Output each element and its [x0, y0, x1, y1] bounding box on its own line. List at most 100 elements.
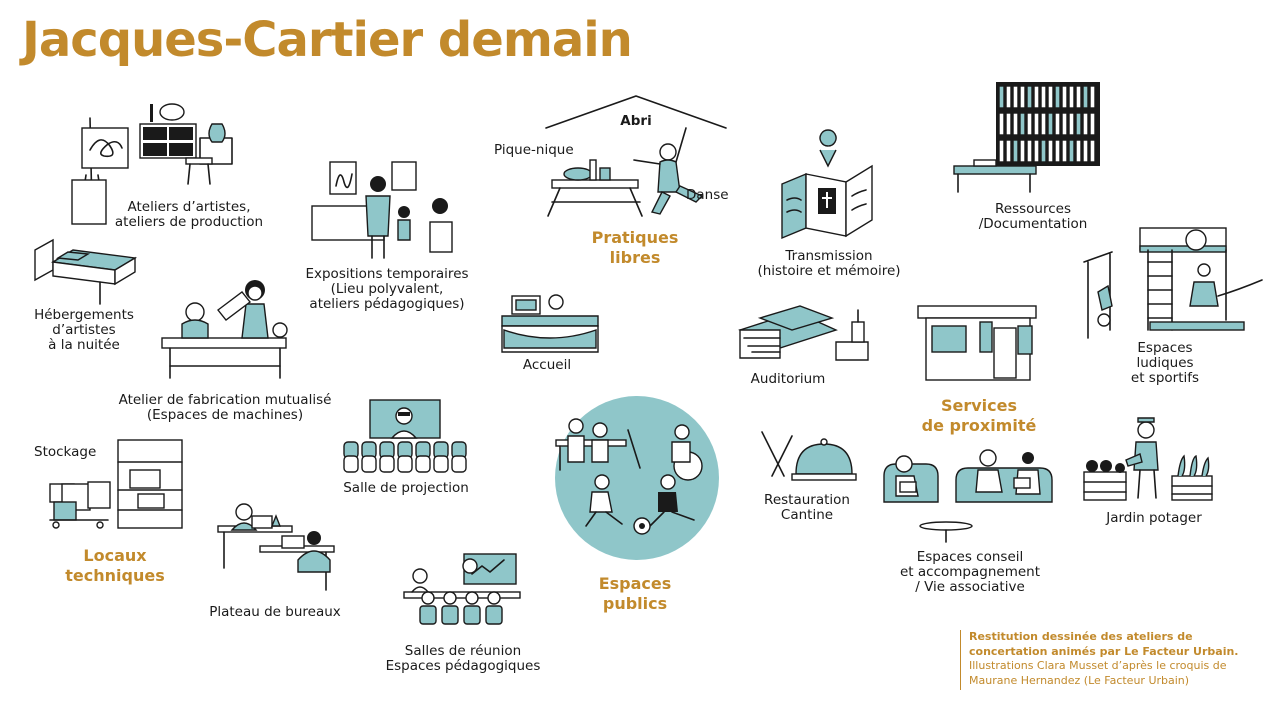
cinema-seat: [361, 455, 377, 473]
lounge-illustration: [883, 449, 1053, 543]
book-spine: [1061, 139, 1068, 163]
cinema-seat: [415, 455, 431, 473]
label-abri: Abri: [620, 113, 652, 129]
public-spaces-illustration: [555, 396, 719, 560]
book-spine: [1075, 112, 1082, 136]
cinema-seat: [343, 455, 359, 473]
book-spine: [1082, 112, 1089, 136]
offices-illustration: [217, 503, 335, 591]
book-spine: [998, 112, 1005, 136]
category-espaces-publics: Espaces publics: [598, 574, 672, 613]
easel-illustration: [71, 103, 233, 225]
book-spine: [1082, 85, 1089, 109]
book-spine: [1061, 85, 1068, 109]
book-spine: [1040, 139, 1047, 163]
page-title: Jacques-Cartier demain: [22, 12, 633, 68]
credit-line-1: Restitution dessinée des ateliers de con…: [969, 630, 1239, 658]
book-spine: [1047, 139, 1054, 163]
meeting-chair: [441, 605, 459, 625]
book-spine: [1019, 112, 1026, 136]
book-spine: [1026, 85, 1033, 109]
book-spine: [1012, 112, 1019, 136]
label-danse: Danse: [686, 187, 729, 203]
book-spine: [1075, 85, 1082, 109]
map-illustration: [781, 129, 873, 240]
meeting-person-head: [421, 591, 435, 605]
meeting-person-head: [487, 591, 501, 605]
label-expositions: Expositions temporaires (Lieu polyvalent…: [305, 266, 469, 312]
label-restauration: Restauration Cantine: [764, 492, 850, 523]
category-pratiques-libres: Pratiques libres: [591, 228, 679, 267]
auditorium-illustration: [738, 305, 869, 361]
credit-block: Restitution dessinée des ateliers de con…: [960, 630, 1269, 690]
label-auditorium: Auditorium: [750, 371, 826, 387]
cinema-seat: [379, 455, 395, 473]
book-spine: [1005, 112, 1012, 136]
shelter-illustration: [545, 95, 727, 217]
label-jardin: Jardin potager: [1106, 510, 1202, 526]
book-spine: [1089, 85, 1096, 109]
book-spine: [1026, 112, 1033, 136]
kiosk-illustration: [917, 305, 1037, 381]
storage-illustration: [49, 439, 183, 529]
meeting-person-head: [443, 591, 457, 605]
book-spine: [1075, 139, 1082, 163]
label-ateliers-artistes: Ateliers d’artistes, ateliers de product…: [114, 199, 264, 230]
book-spine: [1089, 139, 1096, 163]
book-spine: [1054, 112, 1061, 136]
exhibition-illustration: [311, 161, 453, 259]
book-spine: [1040, 85, 1047, 109]
book-spine: [1047, 112, 1054, 136]
book-spine: [1012, 139, 1019, 163]
restaurant-illustration: [761, 431, 857, 481]
meeting-chair: [485, 605, 503, 625]
book-spine: [1068, 112, 1075, 136]
book-spine: [1054, 139, 1061, 163]
book-spine: [1005, 139, 1012, 163]
meeting-chair: [419, 605, 437, 625]
bed-illustration: [34, 238, 138, 305]
book-spine: [1047, 85, 1054, 109]
label-espaces-ludiques: Espaces ludiques et sportifs: [1130, 340, 1200, 386]
label-plateau-bureaux: Plateau de bureaux: [209, 604, 341, 620]
label-atelier-fabrication: Atelier de fabrication mutualisé (Espace…: [118, 392, 332, 423]
cinema-seat: [433, 455, 449, 473]
label-salles-reunion: Salles de réunion Espaces pédagogiques: [385, 643, 541, 674]
label-hebergements: Hébergements d’artistes à la nuitée: [34, 307, 134, 353]
label-stockage: Stockage: [34, 444, 97, 460]
credit-line-2: Illustrations Clara Musset d’après le cr…: [969, 659, 1227, 687]
reception-illustration: [501, 294, 599, 353]
label-accueil: Accueil: [522, 357, 572, 373]
label-pique-nique: Pique-nique: [494, 142, 574, 158]
garden-illustration: [1083, 417, 1213, 501]
book-spine: [998, 85, 1005, 109]
label-ressources: Ressources /Documentation: [978, 201, 1088, 232]
book-spine: [1054, 85, 1061, 109]
meeting-person-head: [465, 591, 479, 605]
meeting-chair: [463, 605, 481, 625]
book-spine: [998, 139, 1005, 163]
book-spine: [1068, 139, 1075, 163]
workshop-illustration: [161, 280, 288, 379]
meeting-room-illustration: [403, 553, 521, 625]
book-spine: [1019, 139, 1026, 163]
book-spine: [1068, 85, 1075, 109]
playground-illustration: [1083, 227, 1263, 339]
book-spine: [1033, 85, 1040, 109]
book-spine: [1033, 112, 1040, 136]
book-spine: [1082, 139, 1089, 163]
book-spine: [1089, 112, 1096, 136]
cinema-seat: [397, 455, 413, 473]
book-spine: [1019, 85, 1026, 109]
cinema-illustration: [343, 399, 467, 473]
book-spine: [1040, 112, 1047, 136]
category-locaux-techniques: Locaux techniques: [65, 546, 165, 585]
book-spine: [1026, 139, 1033, 163]
label-salle-projection: Salle de projection: [343, 480, 469, 496]
library-illustration: [953, 82, 1100, 193]
book-spine: [1005, 85, 1012, 109]
book-spine: [1012, 85, 1019, 109]
category-services: Services de proximité: [921, 396, 1037, 435]
cinema-seat: [451, 455, 467, 473]
book-spine: [1061, 112, 1068, 136]
